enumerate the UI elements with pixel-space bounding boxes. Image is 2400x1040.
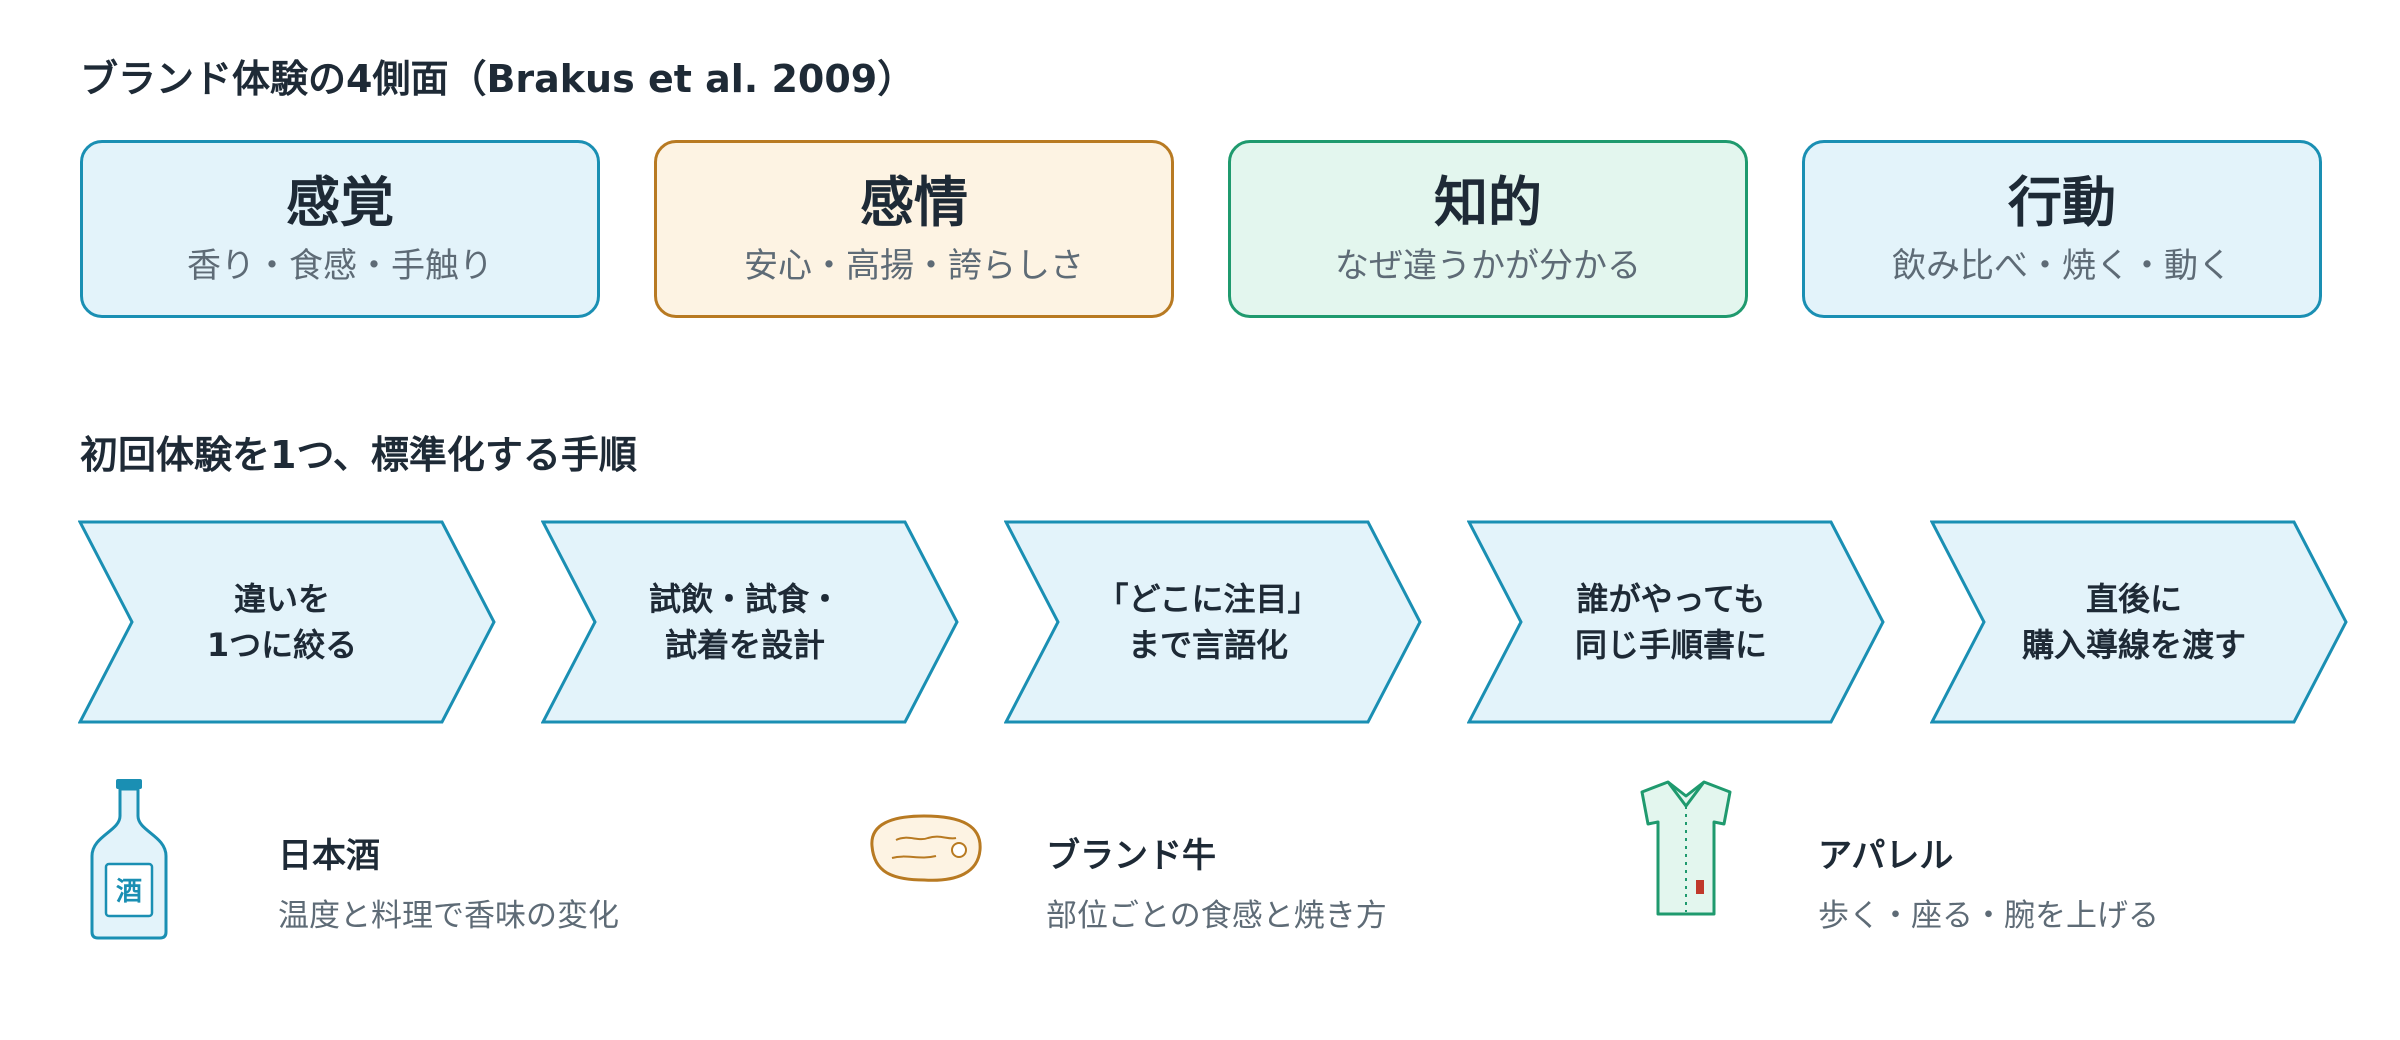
dimension-subtitle: なぜ違うかが分かる [1335,246,1641,286]
step-text-line: 試飲・試食・ [648,579,841,618]
chevron-shape [1004,520,1422,724]
sake-label-text: 酒 [116,877,142,907]
example-title: 日本酒 [278,836,380,876]
section-title-steps: 初回体験を1つ、標準化する手順 [80,433,637,477]
process-step-1: 違いを 1つに絞る [78,520,498,724]
shirt-icon [1640,780,1732,916]
process-step-3: 「どこに注目」 まで言語化 [1004,520,1424,724]
step-text-line: 「どこに注目」 [1096,579,1320,618]
example-apparel: アパレル 歩く・座る・腕を上げる [1626,776,2346,946]
dimension-subtitle: 香り・食感・手触り [187,246,493,286]
step-text-line: 直後に [2085,579,2182,618]
step-text-line: 誰がやっても [1576,579,1766,618]
chevron-shape [1930,520,2348,724]
dimension-title: 知的 [1434,171,1542,235]
step-text-line: 同じ手順書に [1574,626,1767,664]
example-sake: 酒 日本酒 温度と料理で香味の変化 [86,776,806,946]
dimension-card-intellectual: 知的 なぜ違うかが分かる [1228,140,1748,318]
example-subtitle: 温度と料理で香味の変化 [278,898,619,934]
chevron-shape [1467,520,1885,724]
dimension-subtitle: 安心・高揚・誇らしさ [744,246,1084,286]
dimension-card-affective: 感情 安心・高揚・誇らしさ [654,140,1174,318]
step-text-line: 購入導線を渡す [2021,626,2246,664]
example-subtitle: 部位ごとの食感と焼き方 [1046,898,1387,934]
dimension-card-sensory: 感覚 香り・食感・手触り [80,140,600,318]
example-title: アパレル [1818,836,1954,876]
beef-icon [870,814,982,882]
example-subtitle: 歩く・座る・腕を上げる [1818,898,2159,934]
chevron-shape [541,520,959,724]
sake-bottle-icon: 酒 [90,779,168,940]
dimension-title: 感覚 [286,171,394,235]
step-text-line: 1つに絞る [206,626,358,664]
section-title-dimensions: ブランド体験の4側面（Brakus et al. 2009） [80,57,916,101]
dimension-card-behavioral: 行動 飲み比べ・焼く・動く [1802,140,2322,318]
process-step-2: 試飲・試食・ 試着を設計 [541,520,961,724]
step-text-line: 違いを [233,579,330,618]
dimension-title: 感情 [860,171,968,235]
dimension-title: 行動 [2008,171,2116,235]
process-step-4: 誰がやっても 同じ手順書に [1467,520,1887,724]
step-text-line: まで言語化 [1127,626,1288,664]
chevron-shape [78,520,496,724]
example-title: ブランド牛 [1046,836,1216,876]
dimension-subtitle: 飲み比べ・焼く・動く [1892,246,2232,286]
step-text-line: 試着を設計 [664,626,825,664]
example-beef: ブランド牛 部位ごとの食感と焼き方 [862,776,1582,946]
process-step-5: 直後に 購入導線を渡す [1930,520,2350,724]
